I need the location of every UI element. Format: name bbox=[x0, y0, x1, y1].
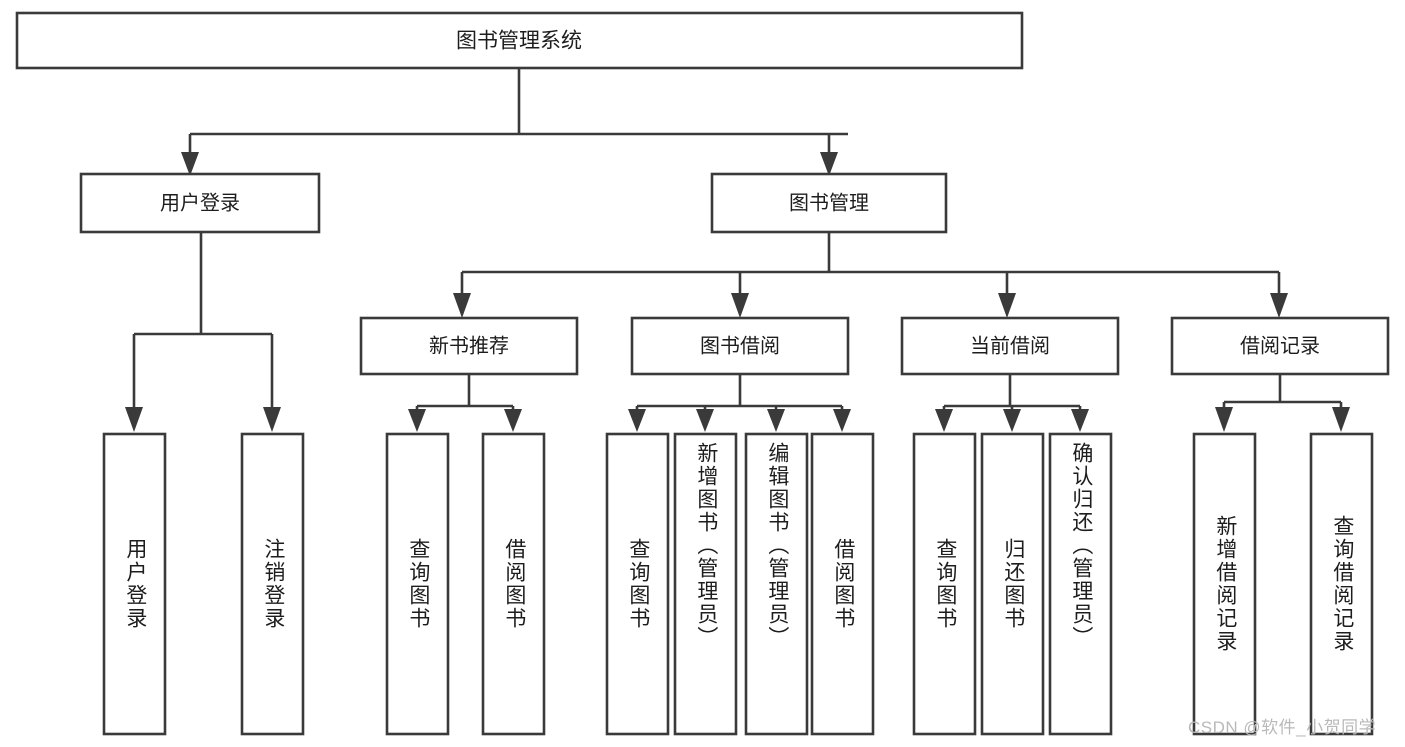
node-borrow-record[interactable]: 借阅记录 bbox=[1170, 316, 1390, 376]
node-root-label: 图书管理系统 bbox=[456, 30, 582, 53]
leaf-label-borrow-book-1: 借阅图书 bbox=[502, 538, 526, 630]
node-root[interactable]: 图书管理系统 bbox=[15, 11, 1024, 70]
leaf-box-add-book bbox=[673, 432, 738, 736]
connector-currentborrow-to-leaves bbox=[935, 374, 1089, 432]
leaf-box-edit-book bbox=[744, 432, 809, 736]
connector-root-to-level2 bbox=[181, 68, 848, 176]
leaf-label-logout-login: 注销登录 bbox=[261, 538, 285, 630]
leaf-box-borrow-book-2 bbox=[810, 432, 875, 736]
leaf-label-add-borrow-record: 新增借阅记录 bbox=[1213, 515, 1237, 653]
node-new-book-recommend[interactable]: 新书推荐 bbox=[359, 316, 579, 376]
leaf-label-edit-book: 编辑图书（管理员） bbox=[765, 442, 789, 649]
node-current-borrow[interactable]: 当前借阅 bbox=[900, 316, 1120, 376]
leaf-box-query-book-3 bbox=[912, 432, 977, 736]
connector-bookborrow-to-leaves bbox=[628, 374, 851, 432]
leaf-box-confirm-return bbox=[1048, 432, 1113, 736]
connector-newbook-to-leaves bbox=[408, 374, 522, 432]
leaf-label-borrow-book-2: 借阅图书 bbox=[831, 538, 855, 630]
leaf-box-query-borrow-record bbox=[1309, 432, 1374, 736]
leaf-box-query-book-2 bbox=[605, 432, 670, 736]
leaf-label-user-login: 用户登录 bbox=[123, 538, 147, 630]
leaf-label-return-book: 归还图书 bbox=[1001, 538, 1025, 630]
leaf-boxes bbox=[102, 432, 1374, 736]
node-book-borrow-label: 图书借阅 bbox=[700, 334, 780, 357]
connector-borrowrecord-to-leaves bbox=[1215, 374, 1350, 432]
csdn-watermark: CSDN @软件_小贺同学 bbox=[1188, 718, 1377, 737]
node-book-management[interactable]: 图书管理 bbox=[710, 172, 948, 234]
leaf-box-borrow-book-1 bbox=[481, 432, 546, 736]
leaf-label-add-book: 新增图书（管理员） bbox=[694, 442, 718, 649]
leaf-label-confirm-return: 确认归还（管理员） bbox=[1069, 442, 1093, 649]
leaf-label-query-book-3: 查询图书 bbox=[933, 538, 957, 630]
leaf-box-logout-login bbox=[240, 432, 305, 736]
node-borrow-record-label: 借阅记录 bbox=[1240, 334, 1320, 357]
leaf-label-query-book-2: 查询图书 bbox=[626, 538, 650, 630]
leaf-box-user-login bbox=[102, 432, 167, 736]
node-current-borrow-label: 当前借阅 bbox=[970, 334, 1050, 357]
leaf-box-query-book-1 bbox=[385, 432, 450, 736]
connector-userlogin-to-leaves bbox=[125, 232, 281, 432]
node-book-management-label: 图书管理 bbox=[789, 191, 869, 214]
leaf-box-return-book bbox=[980, 432, 1045, 736]
leaf-label-query-borrow-record: 查询借阅记录 bbox=[1330, 515, 1354, 653]
node-user-login-label: 用户登录 bbox=[160, 191, 240, 214]
leaf-box-add-borrow-record bbox=[1192, 432, 1257, 736]
leaf-label-query-book-1: 查询图书 bbox=[406, 538, 430, 630]
connector-bookmanagement-to-level3 bbox=[453, 232, 1288, 318]
node-new-book-recommend-label: 新书推荐 bbox=[429, 334, 509, 357]
node-user-login[interactable]: 用户登录 bbox=[79, 172, 321, 234]
node-book-borrow[interactable]: 图书借阅 bbox=[630, 316, 850, 376]
